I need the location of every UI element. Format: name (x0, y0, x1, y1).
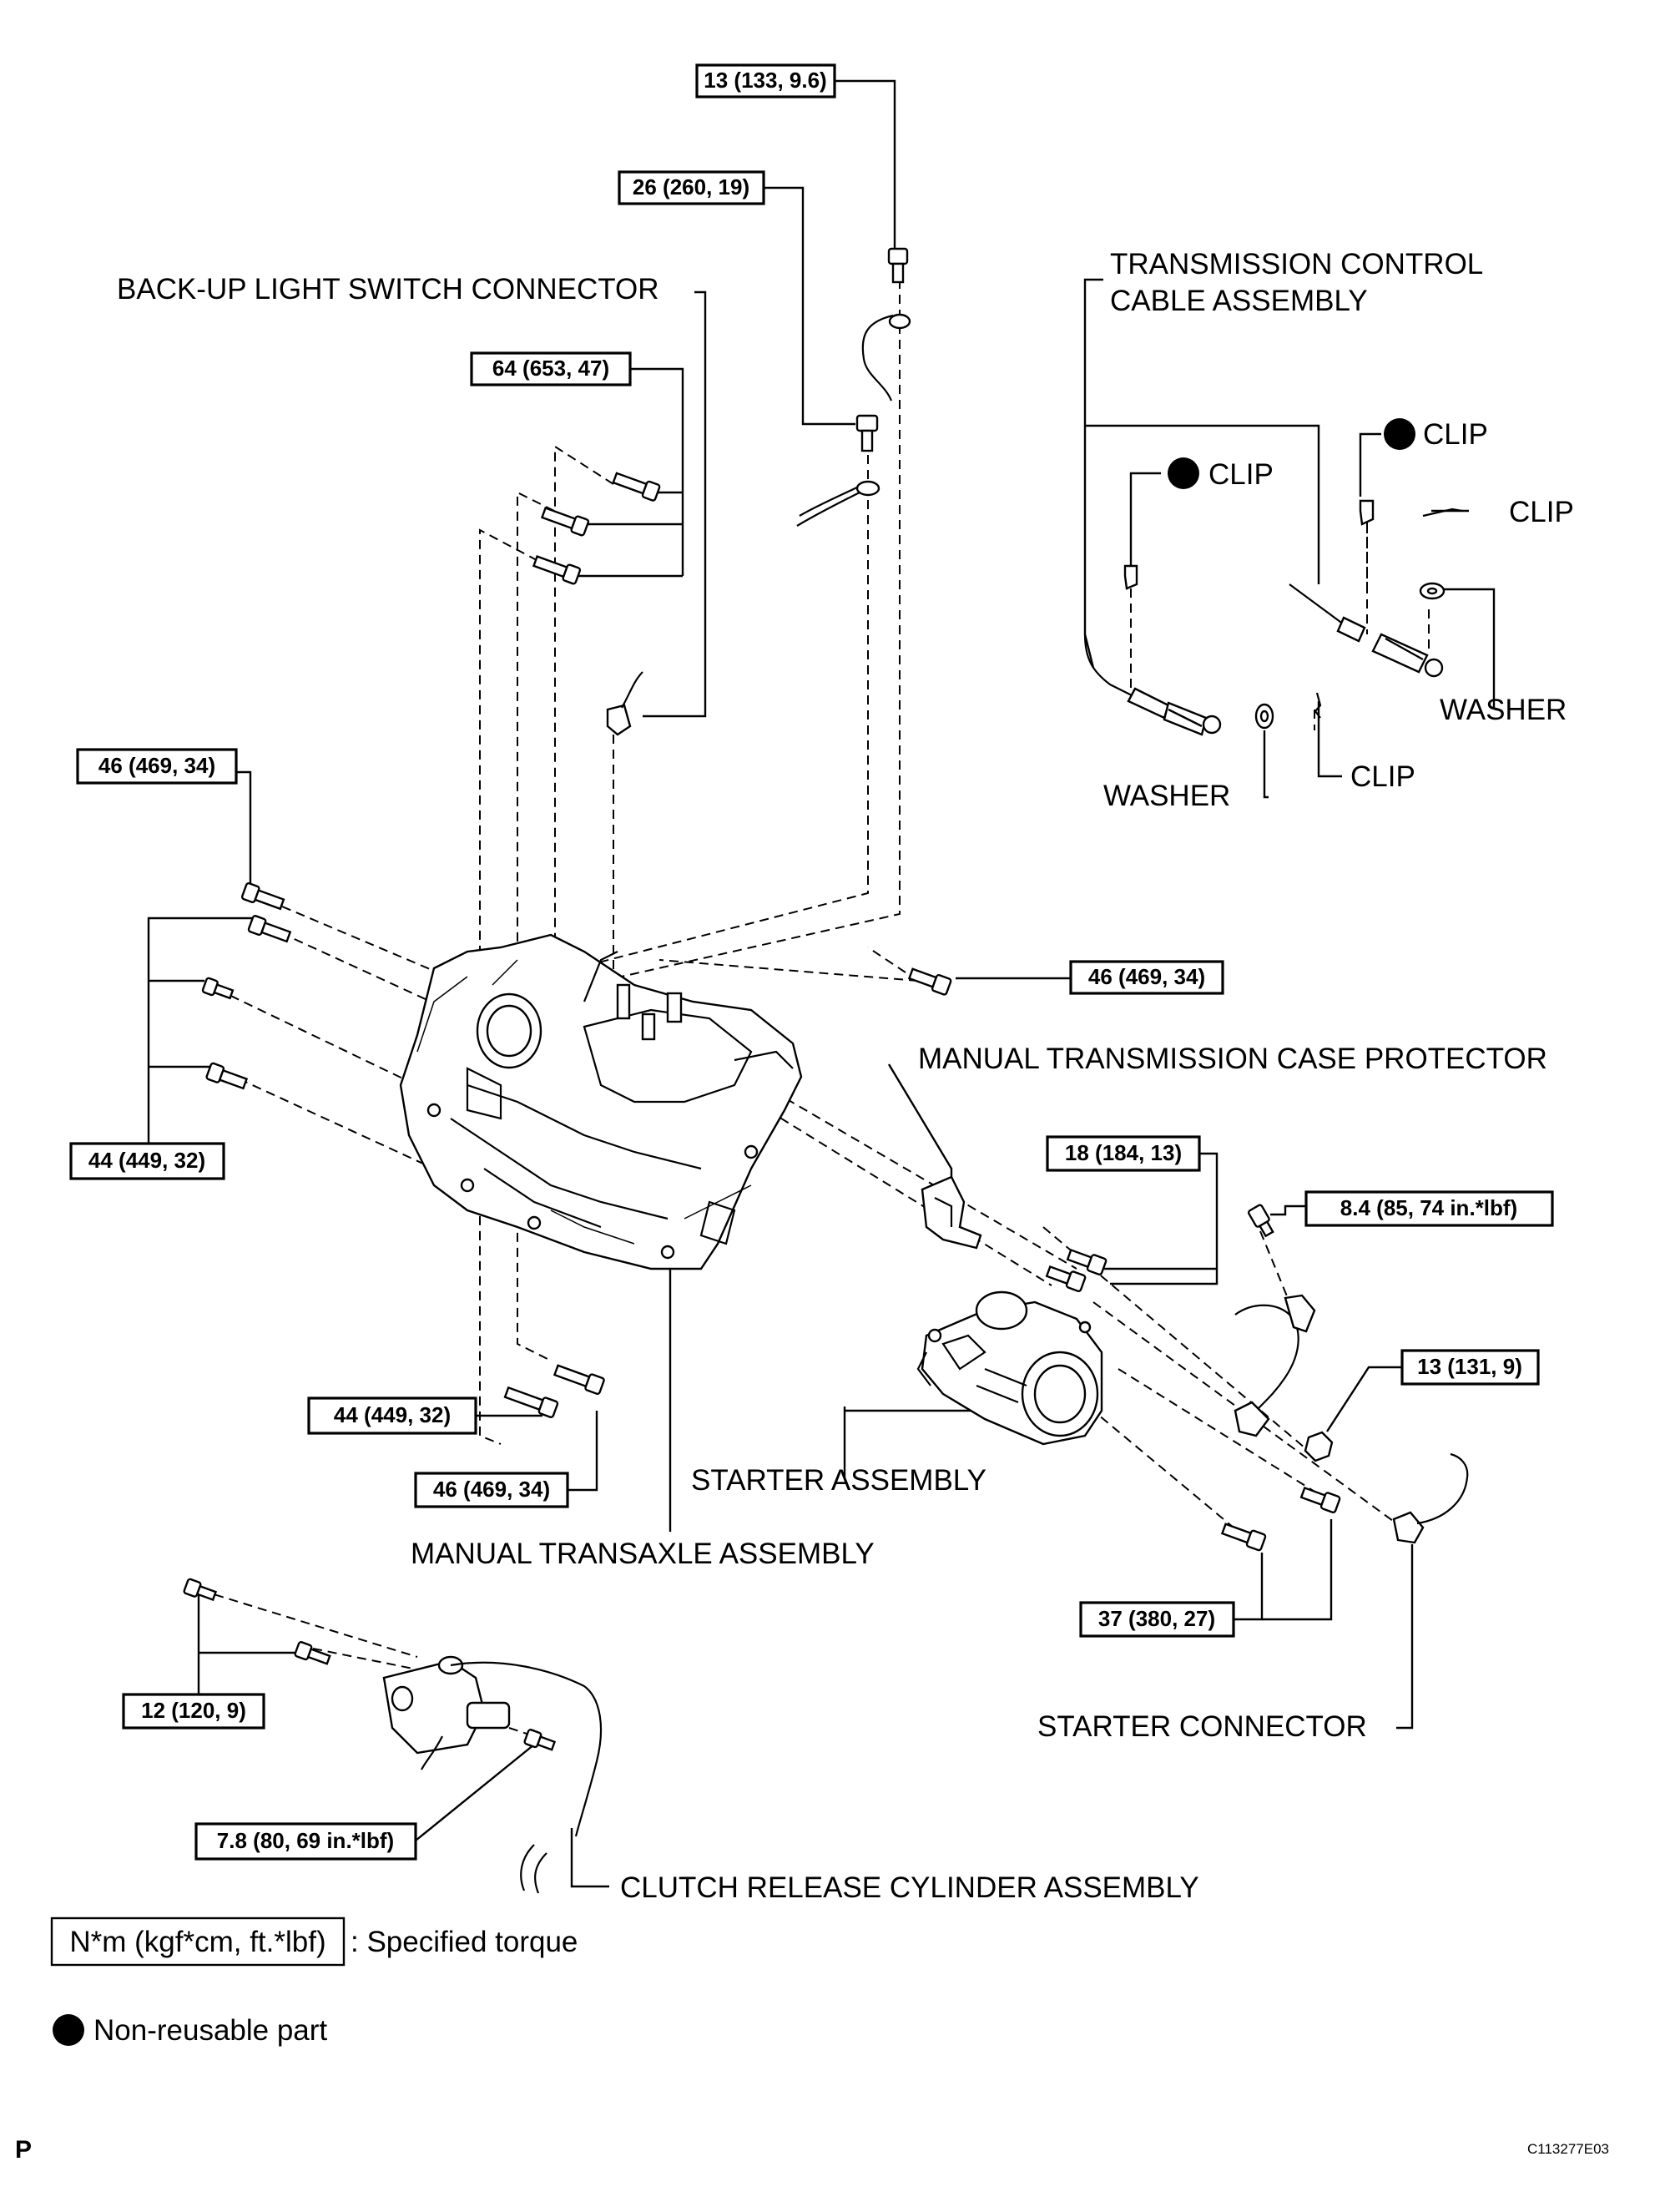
torque-box-46-469-bottom: 46 (469, 34) (414, 1472, 569, 1508)
bolt-44-left-b (201, 977, 235, 1000)
label-transaxle-assembly: MANUAL TRANSAXLE ASSEMBLY (411, 1538, 875, 1570)
bolt-46-right (907, 967, 952, 996)
legend-torque-box (50, 1917, 346, 1967)
torque-value: 64 (653, 47) (492, 356, 609, 381)
backup-light-connector (606, 671, 643, 736)
bolt-46-left (240, 882, 285, 911)
bolt-12-a (183, 1578, 218, 1602)
bolt-18-a (1066, 1248, 1108, 1275)
label-transmission-cable-line2: CABLE ASSEMBLY (1110, 285, 1368, 317)
label-clip-2: CLIP (1208, 458, 1274, 491)
torque-value: 37 (380, 27) (1098, 1606, 1215, 1631)
clips-and-washers (1123, 499, 1463, 730)
label-clip-3: CLIP (1509, 496, 1574, 528)
footer: P C113277E03 (15, 2136, 1609, 2164)
nut-13 (1304, 1431, 1334, 1462)
figure-code: C113277E03 (1527, 2141, 1609, 2157)
torque-box-37-380: 37 (380, 27) (1079, 1601, 1235, 1638)
label-starter-connector: STARTER CONNECTOR (1037, 1710, 1367, 1743)
torque-box-44-449-left: 44 (449, 32) (69, 1142, 225, 1180)
clutch-cylinder-part (382, 1655, 603, 1894)
torque-box-13-133: 13 (133, 9.6) (695, 63, 836, 98)
torque-box-18-184: 18 (184, 13) (1046, 1135, 1201, 1172)
torque-value: 44 (449, 32) (88, 1148, 205, 1173)
bolt-37-a (1220, 1523, 1267, 1552)
torque-value: 8.4 (85, 74 in.*lbf) (1340, 1195, 1517, 1220)
torque-box-8-4: 8.4 (85, 74 in.*lbf) (1304, 1190, 1554, 1227)
torque-box-64-653: 64 (653, 47) (470, 351, 632, 386)
label-clip-1: CLIP (1423, 418, 1488, 451)
torque-box-44-449-bottom: 44 (449, 32) (307, 1396, 477, 1435)
torque-value: 44 (449, 32) (334, 1402, 451, 1427)
ground-cables (796, 313, 911, 527)
starter-connector-part (1392, 1452, 1469, 1544)
bolt-64-b (540, 507, 590, 537)
transaxle-housing (399, 933, 803, 1270)
ground-bolt-middle (855, 414, 879, 452)
label-transmission-cable-line1: TRANSMISSION CONTROL (1110, 248, 1483, 280)
legend-nonreusable: Non-reusable part (93, 2014, 327, 2047)
legend-torque-desc: : Specified torque (351, 1926, 578, 1958)
bolts-and-nuts (183, 247, 1341, 1751)
torque-box-13-131: 13 (131, 9) (1400, 1349, 1540, 1386)
torque-box-12-120: 12 (120, 9) (122, 1693, 265, 1730)
bolt-8-4 (1247, 1204, 1274, 1238)
torque-value: 7.8 (80, 69 in.*lbf) (217, 1828, 394, 1853)
legend-torque-unit: N*m (kgf*cm, ft.*lbf) (69, 1926, 325, 1958)
bolt-7-8 (523, 1729, 557, 1751)
sensor-wire (1234, 1294, 1316, 1437)
label-washer-bottom: WASHER (1103, 780, 1230, 812)
torque-box-7-8: 7.8 (80, 69 in.*lbf) (194, 1822, 417, 1861)
nonreusable-mark-icon (1168, 457, 1199, 489)
bolt-44-bottom (503, 1386, 559, 1418)
torque-box-46-469-top: 46 (469, 34) (76, 748, 238, 785)
torque-value: 13 (133, 9.6) (704, 68, 826, 93)
torque-value: 46 (469, 34) (1088, 964, 1205, 989)
label-clip-4: CLIP (1350, 760, 1415, 793)
bolt-64-a (612, 472, 661, 502)
nonreusable-legend-icon (53, 2014, 84, 2046)
label-washer-right: WASHER (1440, 694, 1567, 726)
bolt-18-b (1045, 1265, 1087, 1292)
starter-part (916, 1290, 1103, 1446)
bolt-44-left-c (205, 1062, 249, 1090)
leader-lines (147, 79, 1496, 1888)
label-clutch-release-cylinder: CLUTCH RELEASE CYLINDER ASSEMBLY (620, 1871, 1199, 1904)
case-protector-part (921, 1175, 982, 1250)
bolt-64-c (532, 555, 582, 585)
label-starter-assembly: STARTER ASSEMBLY (691, 1464, 986, 1497)
alignment-lines (199, 280, 1430, 1737)
label-backup-light-connector: BACK-UP LIGHT SWITCH CONNECTOR (117, 273, 659, 306)
nonreusable-mark-icon (1384, 418, 1415, 450)
torque-value: 13 (131, 9) (1417, 1354, 1522, 1379)
torque-value: 46 (469, 34) (98, 753, 215, 778)
bolt-37-b (1299, 1486, 1341, 1513)
part-labels: BACK-UP LIGHT SWITCH CONNECTOR TRANSMISS… (117, 248, 1574, 1904)
torque-box-26-260: 26 (260, 19) (618, 170, 765, 205)
torque-box-46-469-right: 46 (469, 34) (1069, 960, 1224, 995)
page-letter: P (15, 2136, 32, 2164)
bolt-46-bottom (552, 1364, 605, 1396)
legend: N*m (kgf*cm, ft.*lbf) : Specified torque… (50, 1917, 578, 2047)
bolt-44-left-a (247, 915, 292, 943)
torque-value: 12 (120, 9) (141, 1698, 246, 1723)
ground-bolt-top (887, 247, 909, 284)
transmission-control-cable (1083, 583, 1444, 736)
label-case-protector: MANUAL TRANSMISSION CASE PROTECTOR (918, 1043, 1547, 1075)
torque-value: 26 (260, 19) (633, 174, 749, 199)
bolt-12-b (294, 1641, 331, 1665)
torque-value: 46 (469, 34) (433, 1477, 550, 1502)
torque-value: 18 (184, 13) (1065, 1140, 1182, 1165)
